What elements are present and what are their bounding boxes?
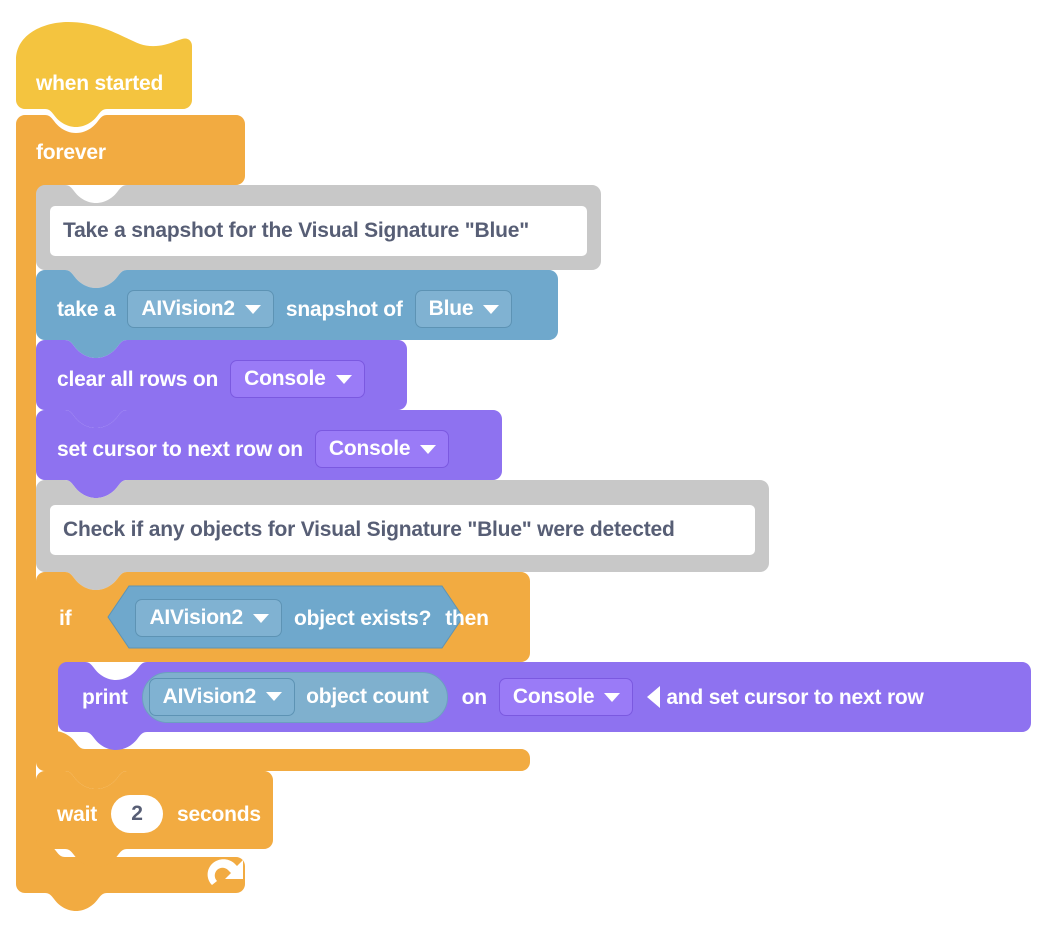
clear-all-rows-target-dropdown[interactable]: Console bbox=[230, 360, 365, 398]
clear-all-rows-target-value: Console bbox=[244, 367, 326, 390]
print-reporter-label: object count bbox=[306, 684, 429, 708]
set-cursor-next-row-target-dropdown[interactable]: Console bbox=[314, 430, 450, 468]
set-cursor-next-row-target-value: Console bbox=[328, 437, 411, 460]
chevron-down-icon bbox=[252, 613, 269, 623]
clear-all-rows-label: clear all rows on bbox=[57, 367, 219, 391]
if-condition-device-dropdown[interactable]: AIVision2 bbox=[135, 599, 282, 637]
when-started-label: when started bbox=[36, 71, 164, 95]
set-cursor-next-row-label: set cursor to next row on bbox=[57, 437, 303, 461]
loop-arrow-icon bbox=[207, 859, 243, 885]
chevron-down-icon bbox=[420, 444, 437, 454]
print-tail-label: and set cursor to next row bbox=[666, 685, 924, 709]
take-snapshot-signature-value: Blue bbox=[428, 297, 474, 320]
if-label: if bbox=[59, 606, 72, 630]
then-label: then bbox=[445, 606, 489, 630]
take-snapshot-label-b: snapshot of bbox=[285, 297, 403, 321]
print-reporter-object-count[interactable]: AIVision2 object count bbox=[141, 671, 448, 723]
if-condition-label: object exists? bbox=[293, 606, 432, 630]
comment-snapshot-textbox[interactable]: Take a snapshot for the Visual Signature… bbox=[50, 206, 587, 256]
chevron-down-icon bbox=[604, 692, 621, 702]
take-snapshot-device-value: AIVision2 bbox=[141, 297, 235, 320]
take-snapshot-signature-dropdown[interactable]: Blue bbox=[414, 290, 513, 328]
wait-label-b: seconds bbox=[177, 802, 261, 826]
forever-left-spine bbox=[16, 180, 36, 860]
take-snapshot-label-a: take a bbox=[57, 297, 116, 321]
print-target-dropdown[interactable]: Console bbox=[498, 678, 634, 716]
chevron-down-icon bbox=[335, 374, 352, 384]
triangle-left-icon[interactable] bbox=[647, 686, 661, 708]
comment-check-objects-text: Check if any objects for Visual Signatur… bbox=[63, 518, 675, 541]
comment-check-objects-textbox[interactable]: Check if any objects for Visual Signatur… bbox=[50, 505, 755, 555]
chevron-down-icon bbox=[244, 304, 261, 314]
wait-label-a: wait bbox=[57, 802, 98, 826]
wait-seconds-value: 2 bbox=[131, 802, 143, 825]
if-condition-device-value: AIVision2 bbox=[149, 606, 243, 629]
print-reporter-device-value: AIVision2 bbox=[162, 684, 257, 708]
if-left-spine bbox=[36, 655, 58, 755]
print-reporter-device-dropdown[interactable]: AIVision2 bbox=[148, 677, 296, 716]
forever-label: forever bbox=[36, 140, 106, 164]
comment-snapshot-text: Take a snapshot for the Visual Signature… bbox=[63, 219, 530, 242]
take-snapshot-device-dropdown[interactable]: AIVision2 bbox=[127, 290, 274, 328]
print-label: print bbox=[82, 685, 128, 709]
print-target-value: Console bbox=[512, 685, 595, 708]
print-on-label: on bbox=[461, 685, 487, 709]
wait-seconds-input[interactable]: 2 bbox=[111, 795, 164, 833]
chevron-down-icon bbox=[266, 692, 283, 701]
chevron-down-icon bbox=[483, 304, 500, 314]
